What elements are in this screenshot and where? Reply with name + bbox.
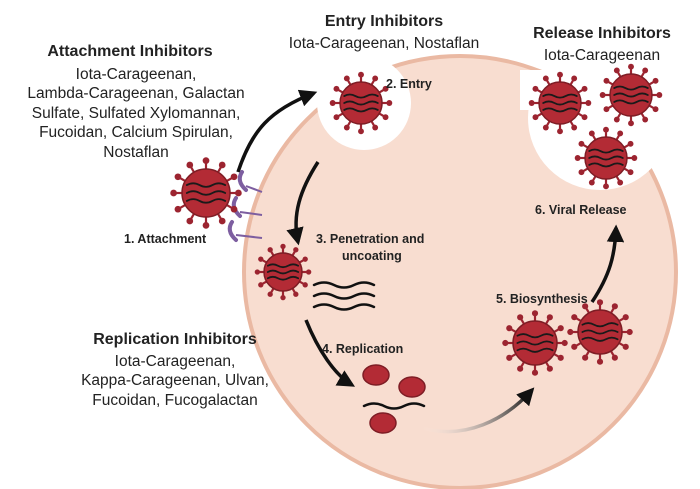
entry-inhibitors-list: Iota-Carageenan, Nostaflan [288,35,480,52]
attachment-inhibitor-line: Sulfate, Sulfated Xylomannan, [31,104,241,122]
step-entry-label: 2. Entry [386,77,432,91]
step-penetration-label-line2: uncoating [342,249,402,263]
uncoated-rna [312,281,376,311]
replication-blob-1 [362,364,390,386]
virus-entry [329,71,393,135]
virus-attaching [170,157,242,229]
step-release-label: 6. Viral Release [535,203,627,217]
replication-blob-2 [398,376,426,398]
arrow-biosynthesis-to-release [590,224,625,303]
virus-biosynthesis-1 [502,310,568,376]
replication-inhibitor-line: Iota-Carageenan, [114,353,236,370]
replication-inhibitor-line: Fucoidan, Fucogalactan [92,391,258,409]
step-biosynthesis-label: 5. Biosynthesis [496,292,588,306]
arrow-attachment-to-entry [236,89,318,173]
replication-inhibitors-title: Replication Inhibitors [93,331,257,348]
virus-penetrating [254,243,312,301]
replication-blob-3 [369,412,397,434]
release-inhibitors-list: Iota-Carageenan [543,47,661,64]
receptor-stem-2 [239,211,263,216]
entry-inhibitors-title: Entry Inhibitors [324,13,444,30]
virus-biosynthesis-2 [567,299,633,365]
arrow-penetration-to-replication [304,319,356,387]
attachment-inhibitor-line: Iota-Carageenan, [75,66,197,83]
replication-inhibitors-list: Iota-Carageenan, Kappa-Carageenan, Ulvan… [60,352,290,410]
receptor-1 [237,170,248,192]
replication-inhibitor-line: Kappa-Carageenan, Ulvan, [81,372,269,390]
step-replication-label: 4. Replication [322,342,404,356]
virus-released-3 [574,126,638,190]
attachment-inhibitor-line: Nostaflan [103,143,169,161]
virus-released-2 [599,63,663,127]
attachment-inhibitor-line: Fucoidan, Calcium Spirulan, [39,124,233,142]
attachment-inhibitors-title: Attachment Inhibitors [47,43,213,60]
receptor-stem-1 [245,185,263,193]
attachment-inhibitor-line: Lambda-Carageenan, Galactan [27,85,245,103]
receptor-3 [227,220,238,242]
release-inhibitors-title: Release Inhibitors [533,25,671,42]
replication-rna [362,402,426,410]
step-attachment-label: 1. Attachment [124,232,207,246]
attachment-inhibitors-list: Iota-Carageenan, Lambda-Carageenan, Gala… [0,65,262,162]
arrow-replication-to-biosynthesis [421,387,535,434]
step-penetration-label-line1: 3. Penetration and [316,232,425,246]
arrow-entry-to-penetration [286,161,320,246]
virus-released-1 [528,71,592,135]
receptor-stem-3 [235,234,263,239]
